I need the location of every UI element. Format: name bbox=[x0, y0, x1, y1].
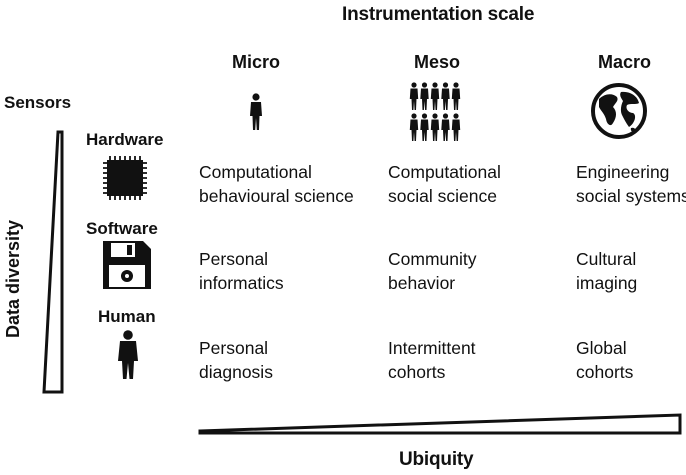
hardware-chip-icon bbox=[103, 156, 147, 200]
micro-person-icon bbox=[250, 93, 262, 130]
sensors-label: Sensors bbox=[4, 93, 72, 112]
macro-globe-icon bbox=[591, 83, 647, 139]
row-header-hardware: Hardware bbox=[86, 130, 164, 149]
ubiquity-wedge bbox=[198, 413, 682, 435]
software-floppy-disk-icon bbox=[103, 241, 151, 289]
column-header-macro: Macro bbox=[598, 52, 652, 72]
diagram-title: Instrumentation scale bbox=[342, 4, 535, 25]
column-header-micro: Micro bbox=[232, 52, 281, 72]
column-header-meso: Meso bbox=[414, 52, 461, 72]
y-axis-label: Data diversity bbox=[3, 219, 23, 338]
row-header-human: Human bbox=[98, 307, 156, 326]
meso-group-icon bbox=[409, 82, 461, 141]
x-axis-label: Ubiquity bbox=[399, 449, 474, 470]
data-diversity-wedge bbox=[42, 130, 64, 394]
row-header-software: Software bbox=[86, 219, 158, 238]
human-person-icon bbox=[118, 330, 138, 379]
